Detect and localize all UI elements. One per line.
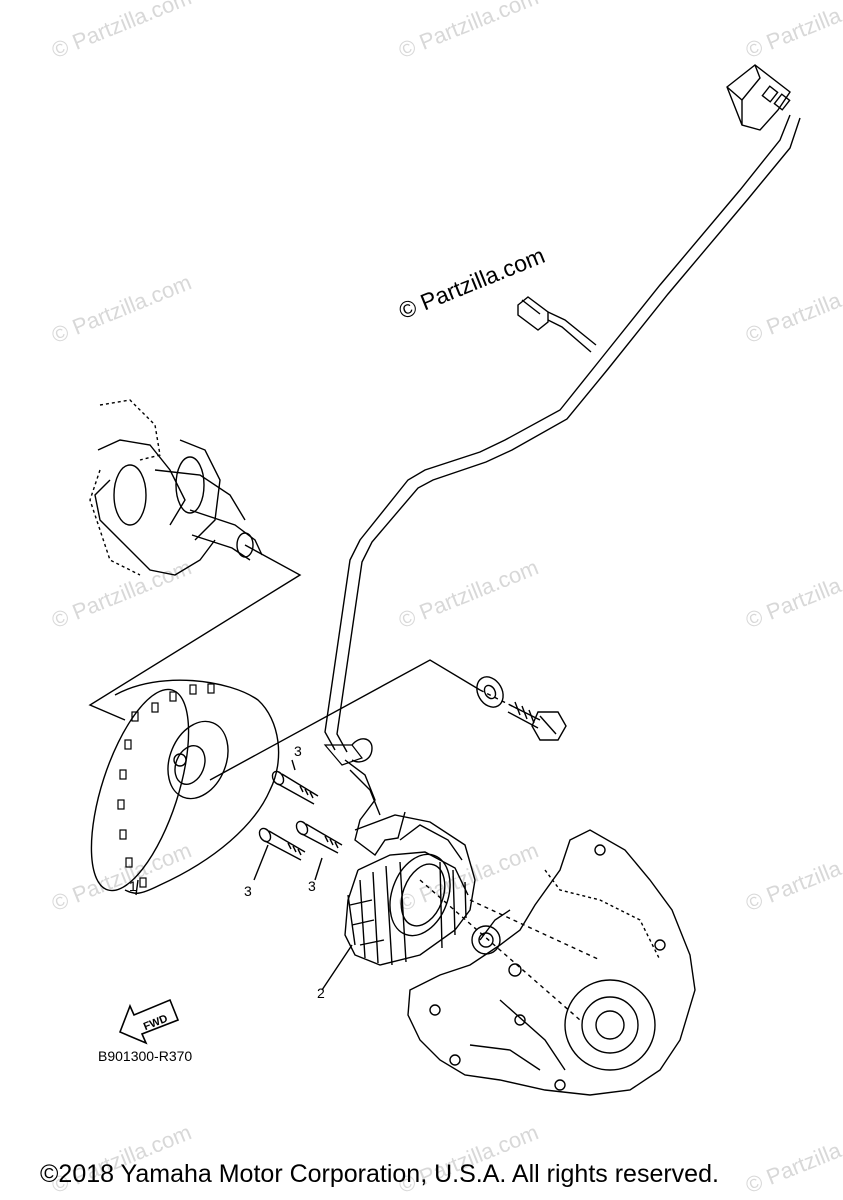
- wire-harness: [324, 114, 801, 753]
- bolt-right: [295, 820, 343, 854]
- callout-bolt-left: 3: [244, 883, 252, 899]
- copyright-notice: ©2018 Yamaha Motor Corporation, U.S.A. A…: [40, 1160, 719, 1188]
- sub-connector-icon: [517, 296, 549, 331]
- stator-bolts: [258, 770, 343, 861]
- callout-flywheel: 1: [129, 878, 137, 894]
- flywheel-rotor: [90, 679, 280, 894]
- reference-code: B901300-R370: [98, 1048, 193, 1064]
- bolt-left: [258, 827, 306, 861]
- callout-bolt-right: 3: [308, 878, 316, 894]
- washer-and-nut: [476, 676, 567, 741]
- stator: [323, 738, 476, 966]
- callout-bolt-top: 3: [294, 743, 302, 759]
- flywheel-slots: [117, 683, 215, 888]
- crankshaft-reference: [89, 399, 263, 576]
- bolt-top: [271, 770, 319, 805]
- crankcase-cover: [407, 829, 696, 1096]
- callout-leaders: [135, 759, 353, 991]
- callout-stator: 2: [317, 985, 325, 1001]
- fwd-arrow-icon: FWD: [118, 998, 180, 1045]
- alignment-lines: [88, 544, 601, 1021]
- main-connector-icon: [726, 64, 791, 131]
- fwd-label: FWD: [142, 1013, 170, 1034]
